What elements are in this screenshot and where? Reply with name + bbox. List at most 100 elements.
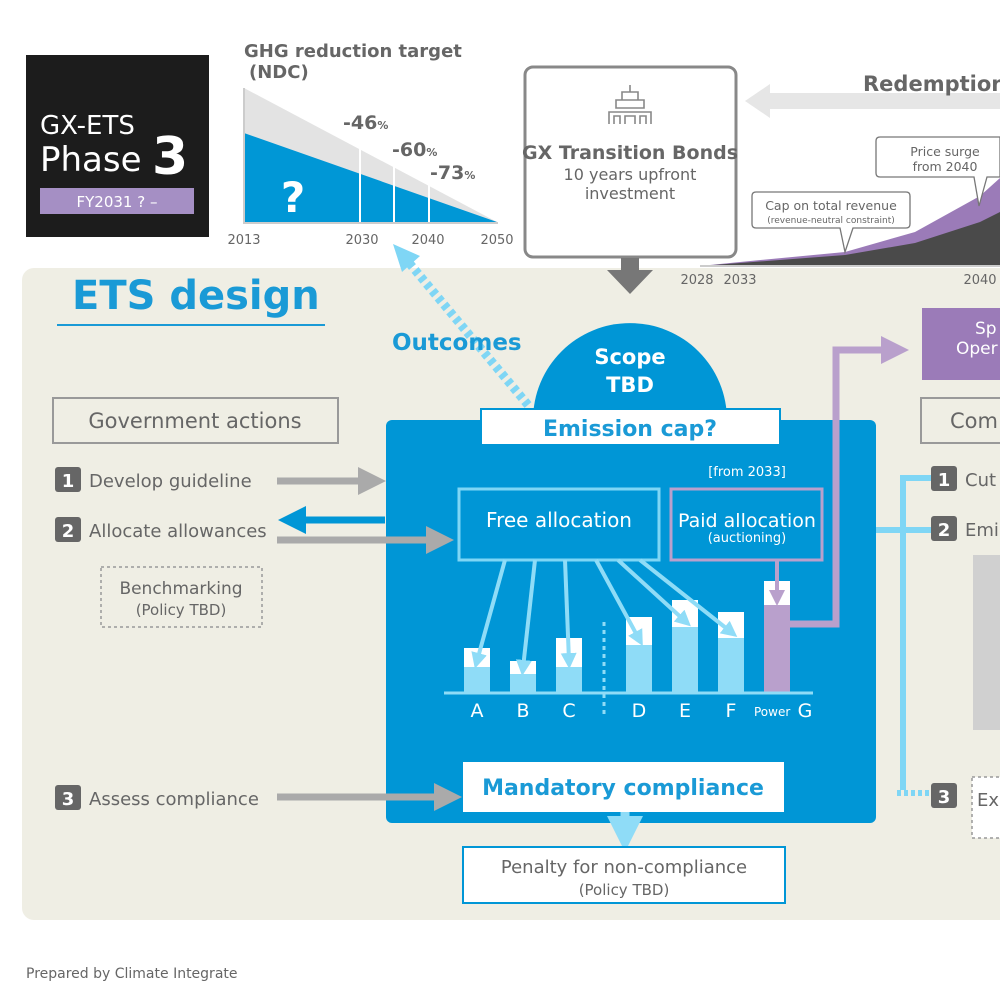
- sector-bar-C: [556, 559, 582, 692]
- scope-label: Scope: [594, 345, 665, 369]
- ghg-tick: 2013: [227, 233, 260, 248]
- revenue-tick: 2033: [723, 273, 756, 288]
- gov-item-2: 2 Allocate allowances: [55, 517, 267, 542]
- revenue-tick: 2028: [680, 273, 713, 288]
- company-link-line: [900, 475, 933, 790]
- paid-allocation-label: Paid allocation: [678, 510, 816, 532]
- transition-bonds-box: GX Transition Bonds 10 years upfront inv…: [522, 65, 738, 259]
- svg-text:2: 2: [938, 520, 951, 541]
- ghg-title: GHG reduction target: [244, 41, 462, 62]
- badge-line2: Phase: [40, 140, 142, 180]
- ghg-unknown-mark: ?: [281, 173, 305, 222]
- penalty-label: Penalty for non-compliance: [501, 857, 747, 878]
- ghg-tick: 2040: [411, 233, 444, 248]
- svg-text:1: 1: [938, 470, 951, 491]
- sector-bar-G: [764, 560, 790, 692]
- svg-text:Cap on total revenue: Cap on total revenue: [765, 198, 897, 213]
- bonds-down-arrow: [607, 258, 653, 294]
- allocation-arrow: [560, 559, 577, 669]
- ets-design-title: ETS design: [72, 273, 320, 319]
- allocation-fill: [672, 627, 698, 692]
- sector-label: D: [632, 700, 647, 722]
- badge-period: FY2031 ? –: [77, 193, 158, 211]
- allocation-fill: [626, 645, 652, 692]
- ghg-target-area: [244, 133, 497, 222]
- svg-text:3: 3: [62, 789, 75, 810]
- sector-label: B: [516, 700, 529, 722]
- company-item-3: 3 Ex: [931, 776, 1000, 839]
- target-46: -46%: [343, 112, 388, 134]
- svg-text:1: 1: [62, 471, 75, 492]
- footer-credit: Prepared by Climate Integrate: [26, 966, 238, 982]
- government-actions-title: Government actions: [88, 409, 301, 433]
- badge-line1: GX-ETS: [40, 111, 135, 141]
- free-allocation-label: Free allocation: [486, 508, 632, 532]
- spending-box: [922, 308, 1000, 380]
- surge-callout: Price surge from 2040: [875, 136, 1000, 207]
- allocation-arrow: [594, 559, 643, 647]
- outcomes-label: Outcomes: [392, 330, 522, 356]
- compliance-header-box: [920, 397, 1000, 444]
- benchmarking-sub: (Policy TBD): [136, 601, 227, 619]
- phase-badge: GX-ETS Phase 3 FY2031 ? –: [26, 55, 209, 237]
- auction-revenue-arrow: [790, 336, 909, 628]
- emission-cap-box: [480, 408, 781, 446]
- bonds-line3: investment: [585, 184, 675, 203]
- sector-bar-A: [464, 559, 507, 692]
- bonds-title: GX Transition Bonds: [522, 142, 738, 164]
- benchmarking-label: Benchmarking: [119, 579, 242, 599]
- svg-text:3: 3: [938, 787, 951, 808]
- svg-text:Emi: Emi: [965, 520, 999, 541]
- emission-cap-label: Emission cap?: [543, 417, 717, 442]
- sector-bar-D: [594, 559, 652, 692]
- bonds-line2: 10 years upfront: [564, 165, 697, 184]
- penalty-sub: (Policy TBD): [579, 881, 670, 899]
- spending-label: Sp: [975, 319, 997, 339]
- revenue-chart: 2028 2033 2040 Cap on total revenue (rev…: [680, 136, 1000, 288]
- company-gray-panel: [973, 555, 1000, 730]
- company-item-2: 2 Emi: [931, 516, 999, 541]
- allocation-arrow: [638, 558, 738, 637]
- free-allocation-box: [457, 487, 661, 562]
- allocation-fill: [764, 605, 790, 692]
- allocation-arrow: [616, 558, 691, 627]
- gov-item-1: 1 Develop guideline: [55, 467, 252, 492]
- paid-allocation-box: [669, 487, 824, 562]
- allocation-arrow: [515, 559, 537, 676]
- gov-item-3: 3 Assess compliance: [55, 785, 259, 810]
- sector-label: G: [798, 700, 813, 722]
- target-73: -73%: [430, 162, 475, 184]
- svg-text:2: 2: [62, 521, 75, 542]
- revenue-tick: 2040: [963, 273, 996, 288]
- sector-bar-B: [510, 559, 537, 692]
- allocation-fill: [718, 638, 744, 692]
- svg-text:(revenue-neutral constraint): (revenue-neutral constraint): [767, 216, 895, 226]
- penalty-box: [462, 846, 786, 904]
- redemption-arrow: [745, 84, 1000, 118]
- ghg-tick: 2030: [345, 233, 378, 248]
- sector-label: A: [471, 700, 484, 722]
- ghg-tick: 2050: [480, 233, 513, 248]
- power-label: Power: [754, 705, 790, 719]
- allocation-arrow: [471, 559, 507, 669]
- sector-label: F: [726, 700, 737, 722]
- svg-text:Price surge: Price surge: [910, 144, 980, 159]
- cap-callout: Cap on total revenue (revenue-neutral co…: [751, 191, 911, 255]
- allocation-fill: [510, 674, 536, 692]
- sector-label: C: [562, 700, 575, 722]
- svg-text:Assess compliance: Assess compliance: [89, 789, 259, 810]
- svg-text:Develop guideline: Develop guideline: [89, 471, 252, 492]
- svg-text:Ex: Ex: [977, 790, 999, 811]
- mandatory-compliance-box: [463, 762, 784, 812]
- mandatory-compliance-label: Mandatory compliance: [482, 776, 764, 801]
- target-60: -60%: [392, 139, 437, 161]
- scope-dome: [533, 323, 727, 420]
- outcomes-arrow: [401, 255, 532, 408]
- benchmarking-box: [100, 566, 263, 628]
- allocation-fill: [556, 667, 582, 692]
- government-building-icon: [608, 85, 652, 124]
- sector-label: E: [679, 700, 691, 722]
- sector-bar-F: [638, 558, 744, 692]
- ghg-target-chart: GHG reduction target (NDC) ? -46% -60% -…: [227, 41, 513, 248]
